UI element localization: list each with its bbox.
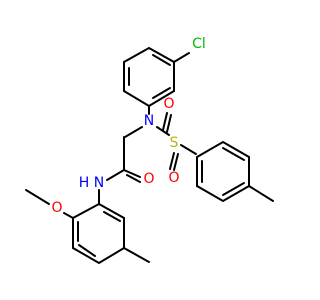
bonds: [25, 46, 274, 265]
carbonyl-nh-bond: [106, 169, 125, 181]
o-methyl-bond: [25, 189, 50, 205]
s-o-left-double-bond: [162, 112, 172, 133]
ring-methyl-bond: [123, 247, 150, 263]
amide-nitrogen-label: N: [94, 175, 104, 191]
s-ring-bond: [180, 144, 197, 155]
methoxy-oxygen-label: O: [51, 200, 62, 216]
sulfonamide-nitrogen-label: N: [144, 113, 154, 129]
tolyl-methyl-bond: [248, 185, 274, 202]
amide-hydrogen-label: H: [79, 175, 90, 191]
sulfur-label: S: [170, 135, 179, 151]
sulfonyl-oxygen-bottom-label: O: [168, 170, 179, 186]
chlorine-label: Cl: [192, 36, 206, 52]
s-o-right-double-bond: [169, 152, 179, 171]
ring-o-bond: [63, 212, 74, 219]
c-cl-bond: [173, 52, 190, 63]
molecule-diagram: Cl N S O O O N H O: [25, 36, 274, 265]
atom-labels: Cl N S O O O N H O: [51, 36, 205, 216]
sulfonyl-oxygen-top-label: O: [163, 96, 174, 112]
n-s-bond: [156, 126, 170, 136]
carbonyl-oxygen-label: O: [143, 171, 154, 187]
methoxyphenyl-ring: [72, 202, 125, 265]
tolyl-ring: [196, 140, 250, 203]
n-ch2-bond: [124, 126, 143, 138]
chlorophenyl-ring-double-bonds: [128, 54, 171, 99]
c-o-double-bond: [123, 169, 141, 183]
methoxyphenyl-ring-double-bonds: [77, 211, 121, 257]
tolyl-ring-double-bonds: [201, 147, 245, 196]
